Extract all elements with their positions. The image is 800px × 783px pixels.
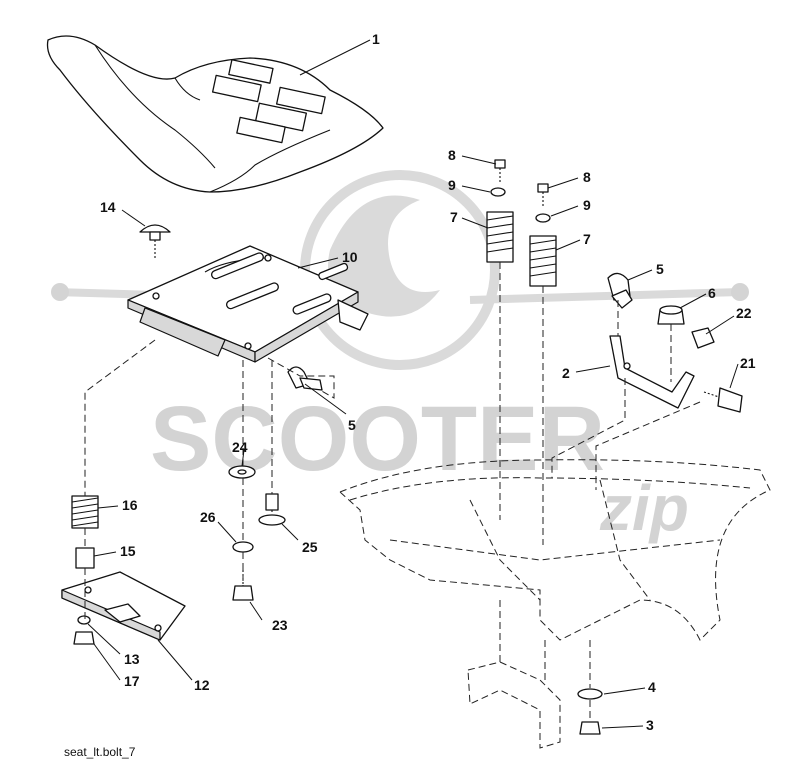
- latch-5-upper: [607, 272, 633, 309]
- bracket-2: [609, 335, 695, 409]
- callout-26: 26: [200, 509, 216, 525]
- callout-2: 2: [562, 365, 570, 381]
- alignment-lines: [84, 262, 701, 722]
- callout-9-right: 9: [583, 197, 591, 213]
- nut-22: [691, 327, 715, 349]
- callout-24: 24: [232, 439, 248, 455]
- callout-labels: 1 14 10 8 9 7 8 9 7 5 6 22 2 21 5 24 16 …: [100, 31, 756, 733]
- watermark-dot-right: [731, 283, 749, 301]
- callout-25: 25: [302, 539, 318, 555]
- callout-13: 13: [124, 651, 140, 667]
- callout-7-right: 7: [583, 231, 591, 247]
- bolt-25: [258, 493, 286, 526]
- callout-16: 16: [122, 497, 138, 513]
- callout-21: 21: [740, 355, 756, 371]
- bolt-3: [579, 721, 601, 735]
- callout-8-right: 8: [583, 169, 591, 185]
- carriage-bolt-14: [139, 224, 171, 258]
- seat: [46, 35, 384, 193]
- nut-17: [73, 631, 95, 645]
- callout-22: 22: [736, 305, 752, 321]
- callout-10: 10: [342, 249, 358, 265]
- watermark: SCOOTER zip: [51, 170, 749, 544]
- slide-bracket-12: [61, 571, 186, 641]
- nut-6: [657, 305, 685, 325]
- callout-5-upper: 5: [656, 261, 664, 277]
- seat-pan: [127, 245, 369, 363]
- callout-6: 6: [708, 285, 716, 301]
- callout-5-lower: 5: [348, 417, 356, 433]
- latch-5-lower: [287, 366, 323, 391]
- callout-9-left: 9: [448, 177, 456, 193]
- diagram-caption: seat_lt.bolt_7: [64, 745, 136, 759]
- spring-16: [71, 495, 99, 529]
- watermark-text: SCOOTER: [150, 388, 605, 490]
- spacer-15: [75, 547, 95, 569]
- watermark-swirl: [328, 195, 440, 317]
- washer-26: [232, 541, 254, 553]
- leader-lines: [87, 39, 739, 729]
- callout-12: 12: [194, 677, 210, 693]
- callout-17: 17: [124, 673, 140, 689]
- frame-fender: [339, 459, 771, 749]
- callout-3: 3: [646, 717, 654, 733]
- washer-4: [577, 688, 603, 700]
- watermark-bar-right: [469, 288, 741, 304]
- callout-8-left: 8: [448, 147, 456, 163]
- callout-23: 23: [272, 617, 288, 633]
- callout-15: 15: [120, 543, 136, 559]
- bolt-21: [703, 387, 743, 413]
- spring-assembly-right: [529, 183, 557, 287]
- watermark-subtext: zip: [599, 472, 689, 544]
- callout-14: 14: [100, 199, 116, 215]
- nut-13: [77, 615, 91, 625]
- callout-1: 1: [372, 31, 380, 47]
- watermark-dot-left: [51, 283, 69, 301]
- callout-7-left: 7: [450, 209, 458, 225]
- washer-24-hole: [237, 469, 247, 475]
- callout-4: 4: [648, 679, 656, 695]
- spring-assembly-left: [486, 159, 514, 263]
